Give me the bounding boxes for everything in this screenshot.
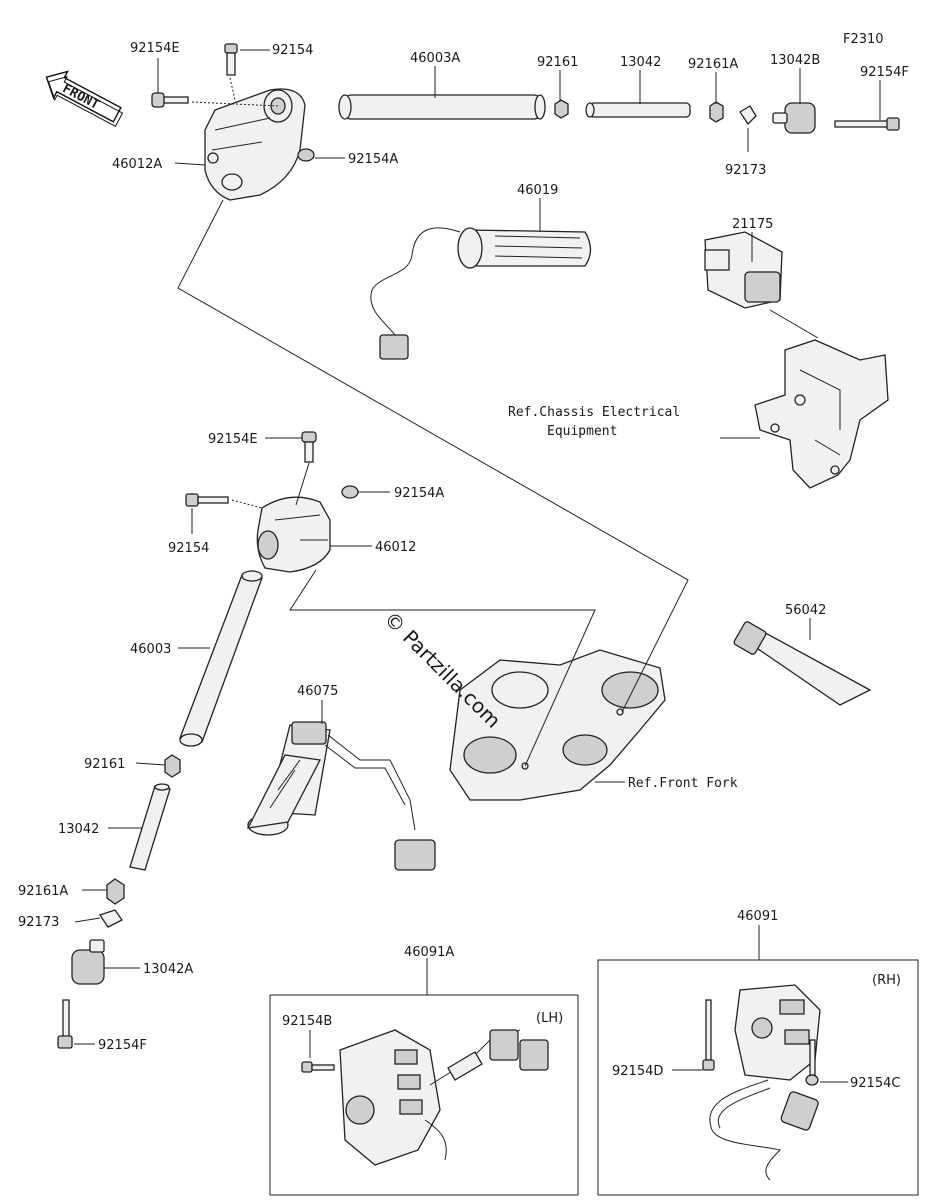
dash-92154-mid <box>231 499 263 509</box>
label-lh: (LH) <box>536 1011 563 1026</box>
screw-92154e-top-icon <box>151 92 189 108</box>
lh-switch-box <box>269 994 579 1196</box>
shaft-13042-top <box>585 102 691 118</box>
label-13042-top: 13042 <box>620 55 661 70</box>
nut-92161-low-icon <box>164 754 181 778</box>
nut-92161-top-icon <box>554 99 569 119</box>
label-92154f-low: 92154F <box>98 1038 147 1053</box>
screw-92154-top-icon <box>224 43 238 76</box>
label-21175: 21175 <box>732 217 773 232</box>
rh-switch-box <box>597 959 919 1196</box>
screw-92154a-mid-icon <box>341 485 359 499</box>
label-rh: (RH) <box>872 973 901 988</box>
label-46012: 46012 <box>375 540 416 555</box>
chassis-bracket <box>754 339 889 489</box>
label-92154-top: 92154 <box>272 43 313 58</box>
label-92154a-top: 92154A <box>348 152 398 167</box>
relay-21175 <box>704 231 783 309</box>
label-92161-top: 92161 <box>537 55 578 70</box>
label-ref-chassis-line2: Equipment <box>547 424 617 439</box>
label-92154f-top: 92154F <box>860 65 909 80</box>
part-labels: 92154E 92154 46003A 92161 13042 92161A 1… <box>18 41 909 1091</box>
label-92154c: 92154C <box>850 1076 900 1091</box>
label-46012a: 46012A <box>112 157 162 172</box>
shaft-13042-low <box>129 783 171 871</box>
bar-end-weight-13042a <box>71 939 105 985</box>
left-switch-housing-46091a <box>339 1029 549 1166</box>
label-46003: 46003 <box>130 642 171 657</box>
label-92154d: 92154D <box>612 1064 663 1079</box>
label-92161a-low: 92161A <box>18 884 68 899</box>
label-92161-low: 92161 <box>84 757 125 772</box>
label-13042a: 13042A <box>143 962 193 977</box>
handlebar-tube-46003a <box>338 94 546 120</box>
leader-relay-to-bracket <box>769 309 819 339</box>
figure-code: F2310 <box>843 32 884 47</box>
clip-92173-low-icon <box>98 909 123 928</box>
label-13042-low: 13042 <box>58 822 99 837</box>
screw-92154b-icon <box>301 1061 335 1073</box>
dash-92154e-mid <box>295 462 310 506</box>
screw-92154c-icon <box>805 1039 819 1086</box>
label-46091: 46091 <box>737 909 778 924</box>
label-46003a: 46003A <box>410 51 460 66</box>
grip-heater-46019 <box>370 227 592 360</box>
bar-end-weight-13042b <box>772 102 816 134</box>
label-92154e-top: 92154E <box>130 41 180 56</box>
label-92154b: 92154B <box>282 1014 332 1029</box>
throttle-grip-46075 <box>246 721 436 871</box>
label-ref-chassis-line1: Ref.Chassis Electrical <box>508 405 680 420</box>
right-handlebar-holder-46012 <box>256 496 331 573</box>
label-13042b: 13042B <box>770 53 820 68</box>
label-ref-front-fork: Ref.Front Fork <box>628 776 738 791</box>
screw-92154d-icon <box>702 999 715 1071</box>
label-92154a-mid: 92154A <box>394 486 444 501</box>
grease-tube-56042 <box>733 621 872 706</box>
leader-46012a-to-fork <box>177 199 689 713</box>
label-92173-top: 92173 <box>725 163 766 178</box>
label-46019: 46019 <box>517 183 558 198</box>
label-92161a-top: 92161A <box>688 57 738 72</box>
nut-92161a-low-icon <box>106 878 125 905</box>
leader-46012-to-fork <box>289 569 596 767</box>
label-92173-low: 92173 <box>18 915 59 930</box>
handlebar-tube-46003 <box>179 570 263 747</box>
screw-92154-mid-icon <box>185 493 229 507</box>
right-switch-housing-46091 <box>709 984 821 1181</box>
label-92154-mid: 92154 <box>168 541 209 556</box>
dash-92154-top <box>229 77 236 101</box>
label-46075: 46075 <box>297 684 338 699</box>
label-56042: 56042 <box>785 603 826 618</box>
left-handlebar-holder-46012a <box>204 88 306 201</box>
nut-92161a-top-icon <box>709 101 724 123</box>
leader-lines <box>74 49 881 1083</box>
screw-92154a-top-icon <box>297 148 315 162</box>
label-46091a: 46091A <box>404 945 454 960</box>
front-arrow-icon: FRONT <box>45 70 124 127</box>
clip-92173-top-icon <box>739 105 757 126</box>
screw-92154e-mid-icon <box>301 431 317 463</box>
bolt-92154f-low-icon <box>57 999 73 1049</box>
top-fork-bridge <box>449 649 666 801</box>
label-92154e-mid: 92154E <box>208 432 258 447</box>
bolt-92154f-top-icon <box>834 117 900 131</box>
